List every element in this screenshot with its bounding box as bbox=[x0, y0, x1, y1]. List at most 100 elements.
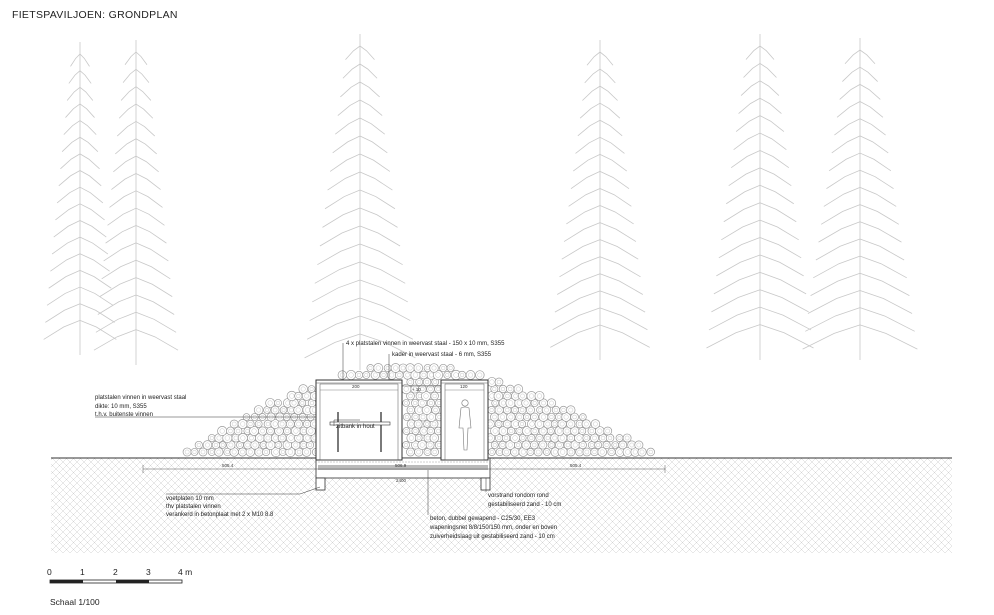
log-ring bbox=[528, 407, 533, 413]
dimension-lines bbox=[142, 382, 666, 479]
log-ring bbox=[432, 449, 437, 455]
log-ring bbox=[552, 435, 558, 441]
log-ring bbox=[563, 414, 569, 420]
log-ring bbox=[281, 408, 286, 412]
dim-left-span: 505.4 bbox=[222, 463, 234, 468]
log-ring bbox=[540, 442, 546, 448]
log-ring bbox=[209, 435, 214, 441]
log-ring bbox=[289, 393, 295, 399]
tree bbox=[706, 34, 814, 360]
scale-tick-1: 1 bbox=[80, 567, 85, 577]
log bbox=[457, 370, 467, 380]
log-ring bbox=[425, 449, 430, 455]
log-ring bbox=[424, 379, 430, 385]
log bbox=[253, 405, 264, 415]
log-ring bbox=[368, 366, 373, 370]
log-ring bbox=[517, 428, 522, 434]
log bbox=[294, 391, 303, 401]
annotation-beton-1: beton, dubbel gewapend - C25/30, EE3 bbox=[430, 516, 536, 522]
log bbox=[525, 405, 535, 415]
annotation-platstalen-1: platstalen vinnen in weervast staal bbox=[95, 395, 186, 401]
log-ring bbox=[445, 373, 450, 377]
log bbox=[581, 419, 591, 429]
log bbox=[570, 412, 579, 422]
log bbox=[194, 440, 203, 450]
log bbox=[379, 370, 388, 380]
log bbox=[238, 447, 247, 457]
log-ring bbox=[247, 449, 253, 455]
log bbox=[218, 441, 227, 449]
log-ring bbox=[536, 421, 543, 427]
log-ring bbox=[428, 386, 433, 392]
log bbox=[415, 378, 424, 386]
annotation-kader: kader in weervast staal - 6 mm, S355 bbox=[392, 352, 492, 358]
log bbox=[229, 419, 239, 429]
log bbox=[535, 433, 544, 443]
log bbox=[566, 405, 576, 415]
log-ring bbox=[408, 380, 413, 384]
log-ring bbox=[613, 443, 618, 447]
log bbox=[258, 426, 268, 436]
log-ring bbox=[309, 387, 314, 391]
log-ring bbox=[517, 414, 522, 420]
log-ring bbox=[279, 435, 285, 441]
log-ring bbox=[404, 415, 409, 419]
log-ring bbox=[617, 449, 623, 455]
log-ring bbox=[408, 393, 413, 399]
log bbox=[590, 447, 599, 457]
log-ring bbox=[400, 365, 406, 371]
log-ring bbox=[493, 401, 498, 405]
log-ring bbox=[431, 435, 437, 441]
background-trees bbox=[43, 34, 918, 370]
ground-hatch bbox=[51, 458, 952, 553]
log bbox=[521, 440, 531, 450]
log-ring bbox=[404, 443, 409, 447]
log-ring bbox=[636, 442, 642, 448]
log-ring bbox=[296, 449, 302, 455]
log-ring bbox=[549, 443, 554, 447]
log-ring bbox=[280, 449, 285, 455]
log-ring bbox=[436, 386, 441, 392]
log-ring bbox=[415, 365, 421, 371]
log-ring bbox=[308, 428, 314, 434]
log-ring bbox=[607, 435, 613, 441]
log-ring bbox=[408, 435, 414, 441]
log-ring bbox=[549, 414, 554, 420]
log-ring bbox=[425, 422, 429, 426]
log bbox=[246, 419, 255, 429]
log-ring bbox=[288, 421, 293, 427]
dim-box1-width: 200 bbox=[352, 384, 360, 389]
log-ring bbox=[261, 442, 266, 448]
log bbox=[383, 364, 392, 372]
log-ring bbox=[435, 372, 441, 378]
log-ring bbox=[420, 414, 426, 420]
log bbox=[622, 433, 632, 443]
log bbox=[233, 426, 243, 436]
tree bbox=[550, 40, 650, 360]
log-ring bbox=[520, 393, 525, 399]
log bbox=[498, 440, 507, 450]
log-ring bbox=[428, 400, 434, 406]
log-ring bbox=[256, 407, 262, 413]
log-ring bbox=[220, 443, 225, 447]
leader-lines bbox=[95, 343, 487, 515]
log-ring bbox=[505, 393, 510, 399]
log-ring bbox=[589, 428, 595, 434]
log-ring bbox=[279, 421, 285, 427]
log bbox=[578, 427, 587, 435]
log-ring bbox=[412, 372, 419, 378]
log-ring bbox=[572, 414, 577, 420]
log-ring bbox=[240, 435, 246, 441]
log-ring bbox=[417, 380, 422, 384]
log-ring bbox=[557, 442, 562, 448]
log-ring bbox=[389, 372, 395, 378]
log-ring bbox=[301, 442, 306, 448]
log-ring bbox=[580, 429, 585, 433]
log-ring bbox=[293, 442, 299, 448]
log bbox=[217, 425, 228, 437]
log-ring bbox=[529, 435, 534, 441]
log-ring bbox=[412, 386, 418, 392]
log-ring bbox=[593, 421, 598, 427]
log-ring bbox=[441, 365, 446, 371]
